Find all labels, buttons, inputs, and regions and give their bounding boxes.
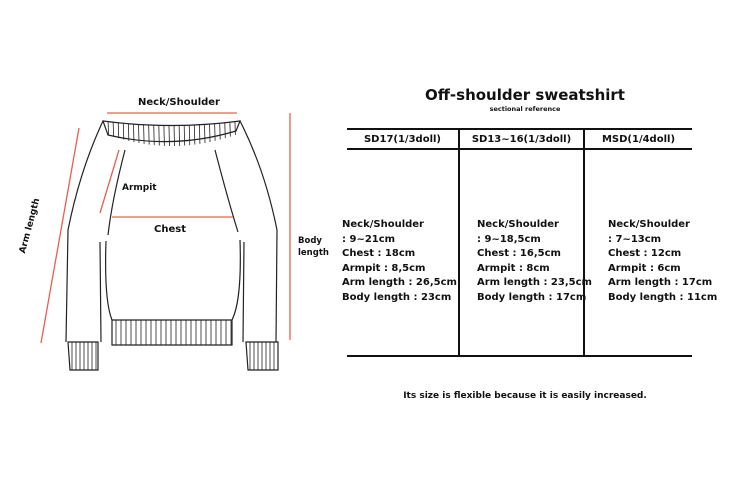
rib-line [219,123,221,140]
size-line: Body length : 11cm [608,291,718,303]
rib-line [204,124,206,143]
rib-line [234,121,236,135]
column-header-sd13-16: SD13~16(1/3doll) [471,134,572,145]
sweatshirt-outline [65,120,279,371]
page-title: Off-shoulder sweatshirt [425,86,625,104]
column-divider [583,130,585,357]
armpit-label: Armpit [122,183,157,193]
rib-lines [71,121,275,370]
size-line: Arm length : 26,5cm [342,277,457,289]
size-line: Chest : 12cm [608,248,682,260]
size-line: Neck/Shoulder [342,219,424,230]
arm-length-line [40,127,80,344]
column-cell-sd13-16: Neck/Shoulder : 9~18,5cm Chest : 16,5cm … [477,218,592,306]
rib-line [168,125,170,146]
size-note: Its size is flexible because it is easil… [403,391,647,401]
rib-line [214,123,216,141]
size-line: : 9~21cm [342,233,396,245]
rib-line [122,123,125,140]
rib-line [209,124,211,142]
rib-line [229,122,231,137]
chest-label: Chest [154,224,186,235]
column-cell-msd: Neck/Shoulder : 7~13cm Chest : 12cm Armp… [608,218,717,306]
rib-line [193,124,196,145]
rib-line [143,124,145,144]
size-line: Neck/Shoulder [477,219,559,230]
size-line: Chest : 16,5cm [477,248,561,260]
rib-line [199,124,201,144]
rib-line [133,124,135,142]
column-header-sd17: SD17(1/3doll) [363,134,441,145]
rib-line [107,121,109,135]
size-line: Armpit : 6cm [608,262,681,274]
size-line: : 7~13cm [608,233,662,245]
table-header-border [347,148,692,150]
rib-line [158,125,160,146]
armpit-line [99,149,120,214]
sweatshirt-illustration [40,112,291,371]
size-line: Body length : 23cm [342,291,452,303]
column-cell-sd17: Neck/Shoulder : 9~21cm Chest : 18cm Armp… [342,218,457,306]
neck-shoulder-label: Neck/Shoulder [138,97,220,108]
size-line: Arm length : 17cm [608,277,713,289]
size-line: Chest : 18cm [342,248,416,260]
rib-line [112,122,115,137]
rib-line [163,125,165,146]
size-line: Neck/Shoulder [608,219,690,230]
page-subtitle: sectional reference [489,105,561,113]
table-bottom-border [347,355,692,357]
rib-line [183,125,186,146]
size-line: : 9~18,5cm [477,233,541,245]
size-line: Arm length : 23,5cm [477,277,592,289]
table-top-border [347,128,692,130]
body-length-label-2: length [298,248,329,258]
rib-line [148,124,150,145]
measure-lines [40,112,291,344]
rib-line [224,122,226,139]
rib-line [153,125,155,146]
rib-line [127,123,130,141]
rib-line [178,125,181,146]
column-divider [458,130,460,357]
rib-line [188,125,191,146]
size-line: Body length : 17cm [477,291,587,303]
rib-line [173,125,175,146]
size-line: Armpit : 8cm [477,262,550,274]
rib-line [138,124,140,143]
rib-line [117,122,120,139]
column-header-msd: MSD(1/4doll) [601,134,676,145]
body-length-label-1: Body [298,236,322,246]
size-line: Armpit : 8,5cm [342,262,426,274]
